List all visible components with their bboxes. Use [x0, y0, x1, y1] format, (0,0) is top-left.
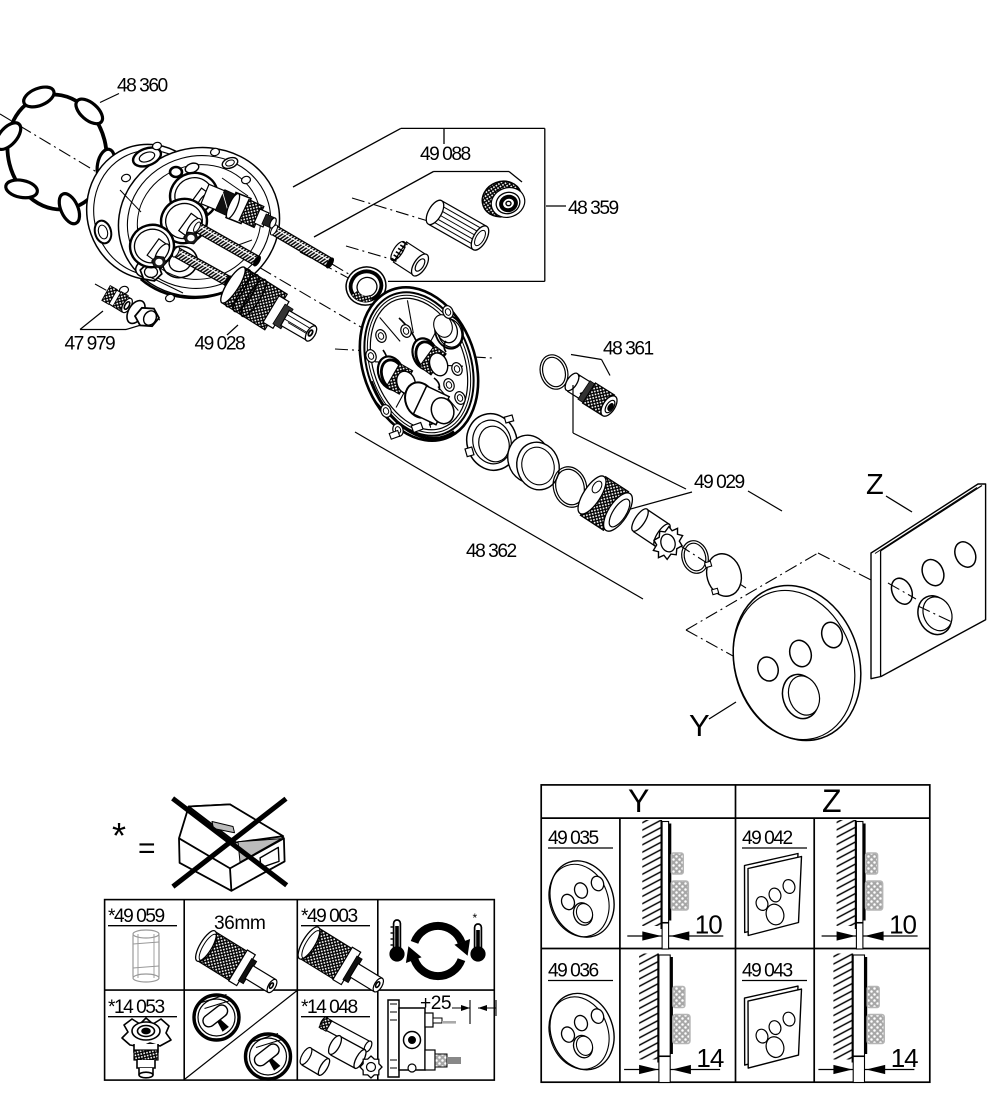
svg-text:49 028: 49 028	[195, 334, 246, 355]
svg-text:*: *	[473, 911, 478, 925]
svg-text:49 042: 49 042	[742, 828, 793, 849]
svg-text:14: 14	[696, 1043, 723, 1073]
svg-text:47 979: 47 979	[65, 334, 116, 355]
svg-text:*14 048: *14 048	[301, 997, 357, 1018]
svg-text:49 035: 49 035	[548, 828, 599, 849]
svg-text:48 359: 48 359	[568, 198, 619, 219]
svg-text:10: 10	[889, 910, 916, 940]
svg-text:49 088: 49 088	[420, 144, 471, 165]
svg-text:49 043: 49 043	[742, 961, 793, 982]
svg-text:=: =	[138, 832, 156, 865]
svg-text:14: 14	[891, 1043, 918, 1073]
svg-text:Z: Z	[822, 783, 842, 819]
svg-text:36mm: 36mm	[214, 913, 265, 934]
svg-text:*14 053: *14 053	[108, 997, 164, 1018]
svg-text:49 036: 49 036	[548, 961, 599, 982]
svg-text:10: 10	[695, 910, 722, 940]
svg-text:48 360: 48 360	[117, 76, 168, 97]
svg-text:48 362: 48 362	[466, 541, 517, 562]
svg-text:48 361: 48 361	[603, 339, 654, 360]
svg-text:+25: +25	[420, 993, 451, 1014]
svg-text:*49 059: *49 059	[108, 906, 164, 927]
svg-text:*: *	[112, 815, 126, 856]
svg-text:Y: Y	[628, 783, 649, 819]
svg-text:Z: Z	[866, 469, 884, 501]
svg-text:*49 003: *49 003	[301, 906, 357, 927]
svg-text:Y: Y	[689, 708, 710, 743]
svg-text:49 029: 49 029	[694, 472, 745, 493]
